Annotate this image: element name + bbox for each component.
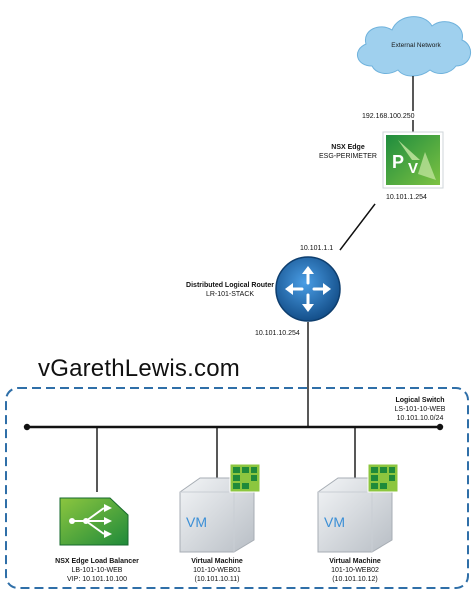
lb-name: LB-101-10-WEB <box>71 567 123 574</box>
brand-watermark: vGarethLewis.com <box>38 355 240 382</box>
edge-title: NSX Edge <box>331 144 365 151</box>
bus-end-left <box>23 423 31 431</box>
vm-2-glyph: VM <box>324 514 345 530</box>
dlr-internal-ip: 10.101.10.254 <box>255 330 300 337</box>
switch-subnet: 10.101.10.0/24 <box>396 415 444 422</box>
lb-vip: VIP: 10.101.10.100 <box>67 576 127 583</box>
vm-2-name: 101-10-WEB02 <box>331 567 379 574</box>
switch-name: LS-101-10-WEB <box>394 406 446 413</box>
distributed-router-icon <box>275 256 341 322</box>
edge-internal-ip: 10.101.1.254 <box>386 194 427 201</box>
external-network-cloud-icon <box>357 16 471 77</box>
dlr-uplink-ip: 10.101.1.1 <box>300 245 334 252</box>
dlr-title: Distributed Logical Router <box>186 282 274 289</box>
edge-glyph-p: P <box>392 152 405 172</box>
vm-1-ip: (10.101.10.11) <box>194 576 240 583</box>
logical-switch-boundary <box>5 387 469 589</box>
vm-1-icon <box>179 463 261 553</box>
vm-1-glyph: VM <box>186 514 207 530</box>
nsx-edge-icon <box>382 131 444 189</box>
vm-2-ip: (10.101.10.12) <box>332 576 378 583</box>
lb-title: NSX Edge Load Balancer <box>55 558 139 565</box>
edge-glyph-v: V <box>408 160 419 177</box>
vm-2-title: Virtual Machine <box>329 558 381 565</box>
dlr-name: LR-101-STACK <box>205 291 255 298</box>
edge-uplink-ip: 192.168.100.250 <box>362 113 415 120</box>
load-balancer-icon <box>59 497 129 546</box>
vm-1-name: 101-10-WEB01 <box>193 567 241 574</box>
external-network-label: External Network <box>391 42 441 49</box>
bus-end-right <box>436 423 444 431</box>
edge-to-dlr-link <box>339 203 376 251</box>
switch-title: Logical Switch <box>395 397 445 404</box>
vm-1-title: Virtual Machine <box>191 558 243 565</box>
vm-2-icon <box>317 463 399 553</box>
edge-name: ESG-PERIMETER <box>319 153 377 160</box>
